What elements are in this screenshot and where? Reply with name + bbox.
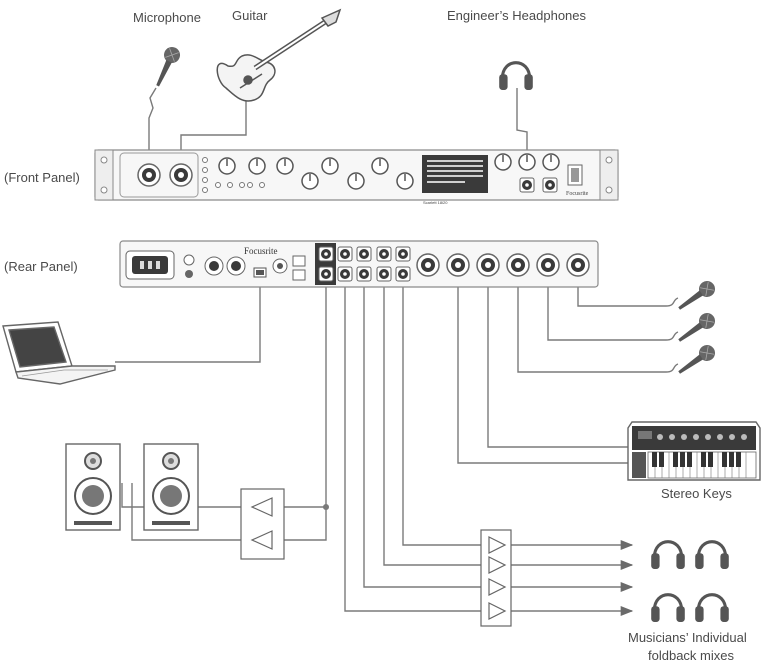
monitor-speaker-left — [65, 443, 121, 531]
front-model-text: Scarlett 18i20 — [423, 200, 448, 205]
front-logo-text: Focusrite — [566, 191, 589, 197]
usb-cable — [115, 282, 261, 363]
rear-logo-text: Focusrite — [244, 246, 278, 256]
front-headphone-jack-1 — [519, 177, 535, 193]
foldback-headphones-icon — [649, 540, 731, 624]
engineer-headphones-icon — [497, 61, 535, 92]
stereo-keys-label: Stereo Keys — [661, 486, 732, 501]
line-out-1 — [402, 255, 488, 546]
midi-ports — [204, 256, 246, 276]
microphone-icon — [156, 47, 180, 87]
headphone-amplifier — [480, 529, 512, 627]
keys-cable-right — [457, 272, 628, 464]
monitor-out-right — [280, 262, 327, 541]
foldback-label-line1: Musicians’ Individual — [628, 630, 747, 645]
rear-microphones-icon — [678, 281, 715, 374]
front-input-1 — [137, 163, 161, 187]
stereo-keys-icon — [627, 421, 761, 481]
monitor-outputs — [315, 243, 336, 285]
cables — [115, 87, 679, 617]
front-input-2 — [169, 163, 193, 187]
power-inlet — [125, 250, 175, 280]
front-panel-device: Scarlett 18i20 Focusrite — [94, 149, 619, 205]
rear-panel-device: Focusrite — [119, 240, 599, 288]
front-meter-display — [422, 155, 488, 193]
laptop-icon — [2, 321, 116, 385]
guitar-label: Guitar — [232, 8, 268, 23]
monitor-amplifier — [240, 488, 285, 560]
keys-cable-left — [487, 272, 628, 448]
front-headphone-jack-2 — [542, 177, 558, 193]
front-panel-label: (Front Panel) — [4, 170, 80, 185]
mic-cable — [148, 87, 157, 170]
spdif-port — [272, 258, 288, 274]
monitor-speaker-right — [143, 443, 199, 531]
rear-panel-label: (Rear Panel) — [4, 259, 78, 274]
foldback-label-line2: foldback mixes — [648, 648, 734, 663]
usb-port — [253, 267, 267, 278]
front-power-switch — [567, 164, 583, 186]
engineers-headphones-label: Engineer’s Headphones — [447, 8, 587, 23]
microphone-label: Microphone — [133, 10, 201, 25]
guitar-icon — [216, 8, 342, 102]
